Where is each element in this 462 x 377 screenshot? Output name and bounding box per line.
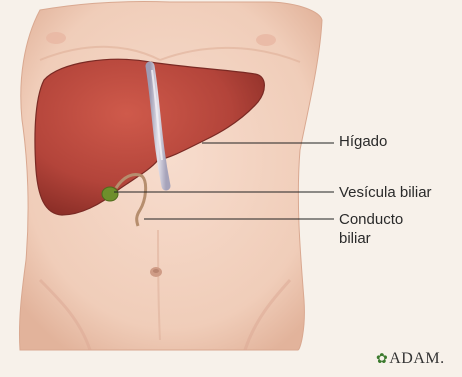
adam-logo-text: ADAM.	[389, 350, 444, 367]
gallbladder	[102, 187, 118, 201]
label-bile-duct-line2: biliar	[339, 230, 371, 248]
label-gallbladder: Vesícula biliar	[339, 184, 432, 202]
adam-logo: ✿ADAM.	[376, 350, 445, 368]
label-bile-duct-line1: Conducto	[339, 211, 403, 229]
adam-leaf-icon: ✿	[376, 352, 388, 367]
label-liver: Hígado	[339, 133, 387, 151]
right-nipple	[256, 34, 276, 46]
left-nipple	[46, 32, 66, 44]
